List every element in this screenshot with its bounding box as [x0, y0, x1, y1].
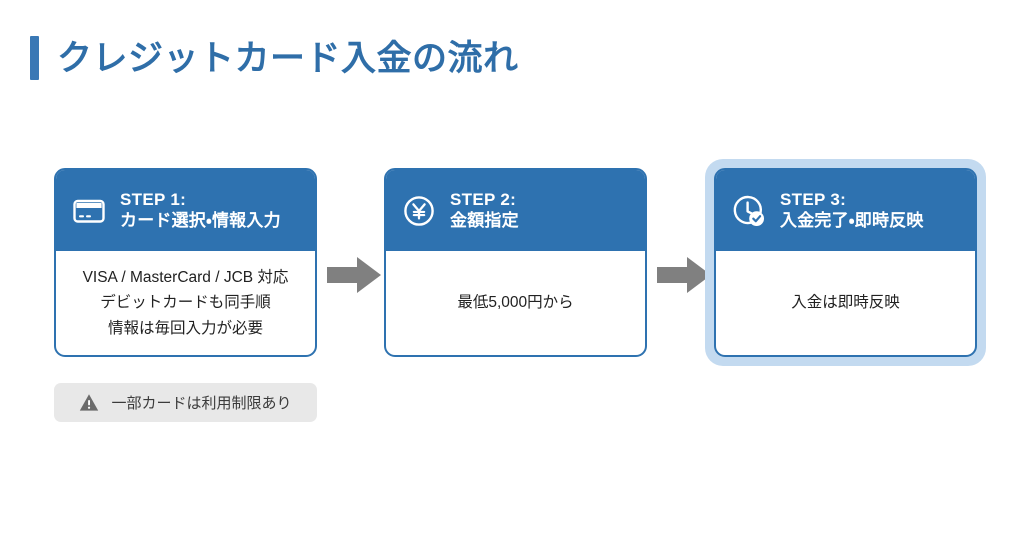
- clock-check-icon: [730, 192, 768, 230]
- step-card-header-2: STEP 2: 金額指定: [386, 170, 645, 251]
- step-card-header-1: STEP 1: カード選択・情報入力: [56, 170, 315, 251]
- step-label-2: STEP 2:: [450, 189, 517, 209]
- step-heading-1: STEP 1: カード選択・情報入力: [120, 190, 281, 231]
- step-card-header-3: STEP 3: 入金完了・即時反映: [716, 170, 975, 251]
- step-heading-2: STEP 2: 金額指定: [450, 190, 519, 231]
- restriction-note-text: 一部カードは利用制限あり: [111, 395, 292, 412]
- step-body-line: 入金は即時反映: [791, 294, 900, 312]
- arrow-right-icon-2: [657, 257, 711, 293]
- restriction-note: 一部カードは利用制限あり: [54, 383, 317, 422]
- step-card-1[interactable]: STEP 1: カード選択・情報入力 VISA / MasterCard / J…: [54, 168, 317, 357]
- flow-step-3[interactable]: STEP 3: 入金完了・即時反映 入金は即時反映: [705, 159, 986, 366]
- step-card-2[interactable]: STEP 2: 金額指定 最低5,000円から: [384, 168, 647, 357]
- step-label-3: STEP 3:: [780, 189, 847, 209]
- flow-diagram: STEP 1: カード選択・情報入力 VISA / MasterCard / J…: [0, 159, 1024, 388]
- step-card-3[interactable]: STEP 3: 入金完了・即時反映 入金は即時反映: [714, 168, 977, 357]
- warning-triangle-icon: [79, 393, 99, 412]
- title-accent-bar: [30, 36, 39, 80]
- step-card-body-2: 最低5,000円から: [386, 251, 645, 355]
- page-title-text: クレジットカード入金の流れ: [57, 38, 519, 78]
- flow-step-1[interactable]: STEP 1: カード選択・情報入力 VISA / MasterCard / J…: [54, 168, 317, 357]
- step-sublabel-2: 金額指定: [450, 210, 519, 230]
- yen-circle-icon: [400, 192, 438, 230]
- step-body-line: VISA / MasterCard / JCB 対応: [82, 269, 289, 287]
- flow-step-2[interactable]: STEP 2: 金額指定 最低5,000円から: [384, 168, 647, 357]
- step-heading-3: STEP 3: 入金完了・即時反映: [780, 190, 924, 231]
- step-sublabel-3: 入金完了・即時反映: [780, 210, 924, 230]
- step-body-line: 最低5,000円から: [457, 294, 574, 312]
- step-body-line: 情報は毎回入力が必要: [107, 319, 263, 337]
- credit-card-icon: [70, 192, 108, 230]
- step-sublabel-1: カード選択・情報入力: [120, 210, 281, 230]
- step-card-body-3: 入金は即時反映: [716, 251, 975, 355]
- page-title: クレジットカード入金の流れ: [30, 36, 519, 80]
- step-label-1: STEP 1:: [120, 189, 187, 209]
- arrow-right-icon-1: [327, 257, 381, 293]
- step-body-line: デビットカードも同手順: [100, 294, 271, 312]
- step-card-body-1: VISA / MasterCard / JCB 対応 デビットカードも同手順 情…: [56, 251, 315, 355]
